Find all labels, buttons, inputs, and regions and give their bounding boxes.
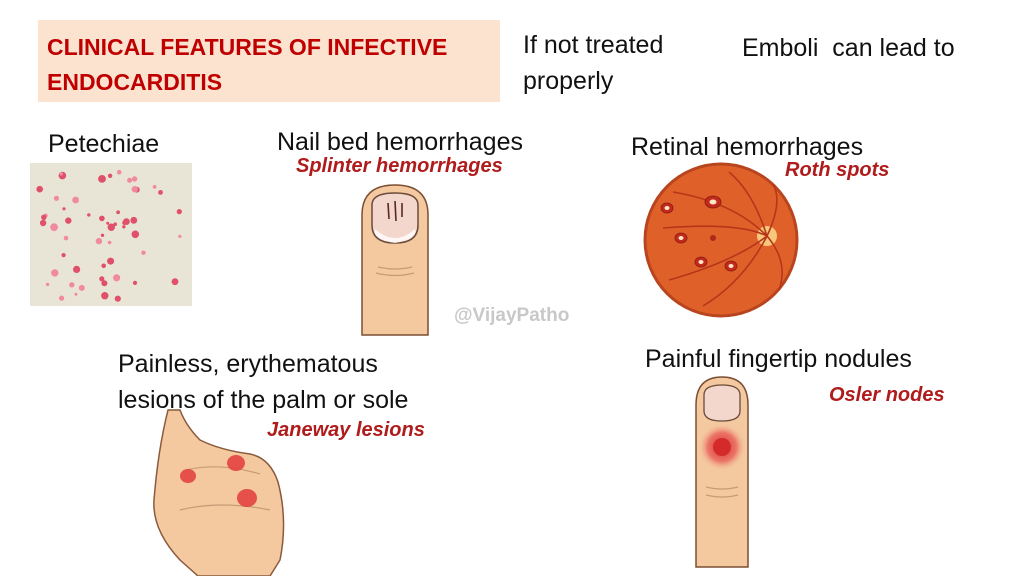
petechia-dot <box>99 215 105 222</box>
palm-image <box>153 409 285 576</box>
petechia-dot <box>65 217 72 224</box>
petechia-dot <box>73 265 81 273</box>
petechia-dot <box>107 240 112 245</box>
fingertip-image <box>695 376 749 568</box>
petechia-dot <box>62 207 66 211</box>
petechia-dot <box>178 234 182 238</box>
petechia-dot <box>101 280 108 287</box>
petechia-dot <box>152 185 157 189</box>
page-title: CLINICAL FEATURES OF INFECTIVE ENDOCARDI… <box>47 34 448 95</box>
petechia-dot <box>74 292 78 296</box>
petechia-dot <box>114 295 121 302</box>
petechia-dot <box>61 253 66 258</box>
watermark: @VijayPatho <box>454 305 570 326</box>
petechia-dot <box>72 196 79 204</box>
petechia-dot <box>123 218 130 225</box>
petechia-dot <box>122 225 126 229</box>
petechia-dot <box>131 230 140 239</box>
petechia-dot <box>87 213 91 217</box>
nail-finger-image <box>361 184 429 336</box>
petechia-dot <box>116 210 120 215</box>
petechia-dot <box>106 221 110 225</box>
petechia-dot <box>101 292 109 300</box>
petechia-dot <box>113 274 121 282</box>
osler-term: Osler nodes <box>829 384 945 406</box>
petechia-dot <box>100 233 105 237</box>
petechia-dot <box>45 282 50 287</box>
petechia-dot <box>39 219 47 227</box>
title-box <box>38 20 500 102</box>
petechia-dot <box>53 195 59 201</box>
petechia-dot <box>59 172 63 176</box>
petechia-dot <box>63 235 69 241</box>
petechia-dot <box>99 276 105 282</box>
petechia-dot <box>101 263 106 269</box>
petechia-dot <box>130 216 138 224</box>
petechia-dot <box>132 280 138 285</box>
petechia-dot <box>131 186 138 193</box>
petechia-dot <box>127 177 133 183</box>
note-emboli: Emboli can lead to <box>742 34 955 62</box>
petechia-dot <box>141 250 146 255</box>
petechia-dot <box>69 282 75 288</box>
petechia-dot <box>98 175 106 183</box>
roth-term: Roth spots <box>785 159 890 181</box>
petechia-dot <box>51 269 59 277</box>
petechia-dot <box>107 257 115 265</box>
petechia-dot <box>107 223 116 231</box>
palm-label: Painless, erythematous lesions of the pa… <box>118 350 409 414</box>
petechia-dot <box>116 169 122 175</box>
petechia-dot <box>50 223 58 232</box>
petechia-dot <box>78 284 85 291</box>
petechia-dot <box>131 176 138 182</box>
petechia-dot <box>36 185 43 193</box>
petechia-dot <box>95 237 103 245</box>
petechia-dot <box>107 173 113 178</box>
splinter-term: Splinter hemorrhages <box>296 155 503 177</box>
petechiae-image <box>30 163 192 306</box>
nail-bed-label: Nail bed hemorrhages <box>277 128 523 156</box>
fingertip-label: Painful fingertip nodules <box>645 345 912 373</box>
petechia-dot <box>59 295 65 301</box>
note-if-not-treated: If not treated properly <box>523 31 664 95</box>
petechia-dot <box>158 190 163 195</box>
retinal-label: Retinal hemorrhages <box>631 133 864 161</box>
petechia-dot <box>176 209 182 215</box>
petechiae-label: Petechiae <box>48 130 160 158</box>
petechia-dot <box>41 214 47 220</box>
petechia-dot <box>171 278 179 286</box>
retina-image <box>643 162 799 318</box>
janeway-term: Janeway lesions <box>267 419 425 441</box>
